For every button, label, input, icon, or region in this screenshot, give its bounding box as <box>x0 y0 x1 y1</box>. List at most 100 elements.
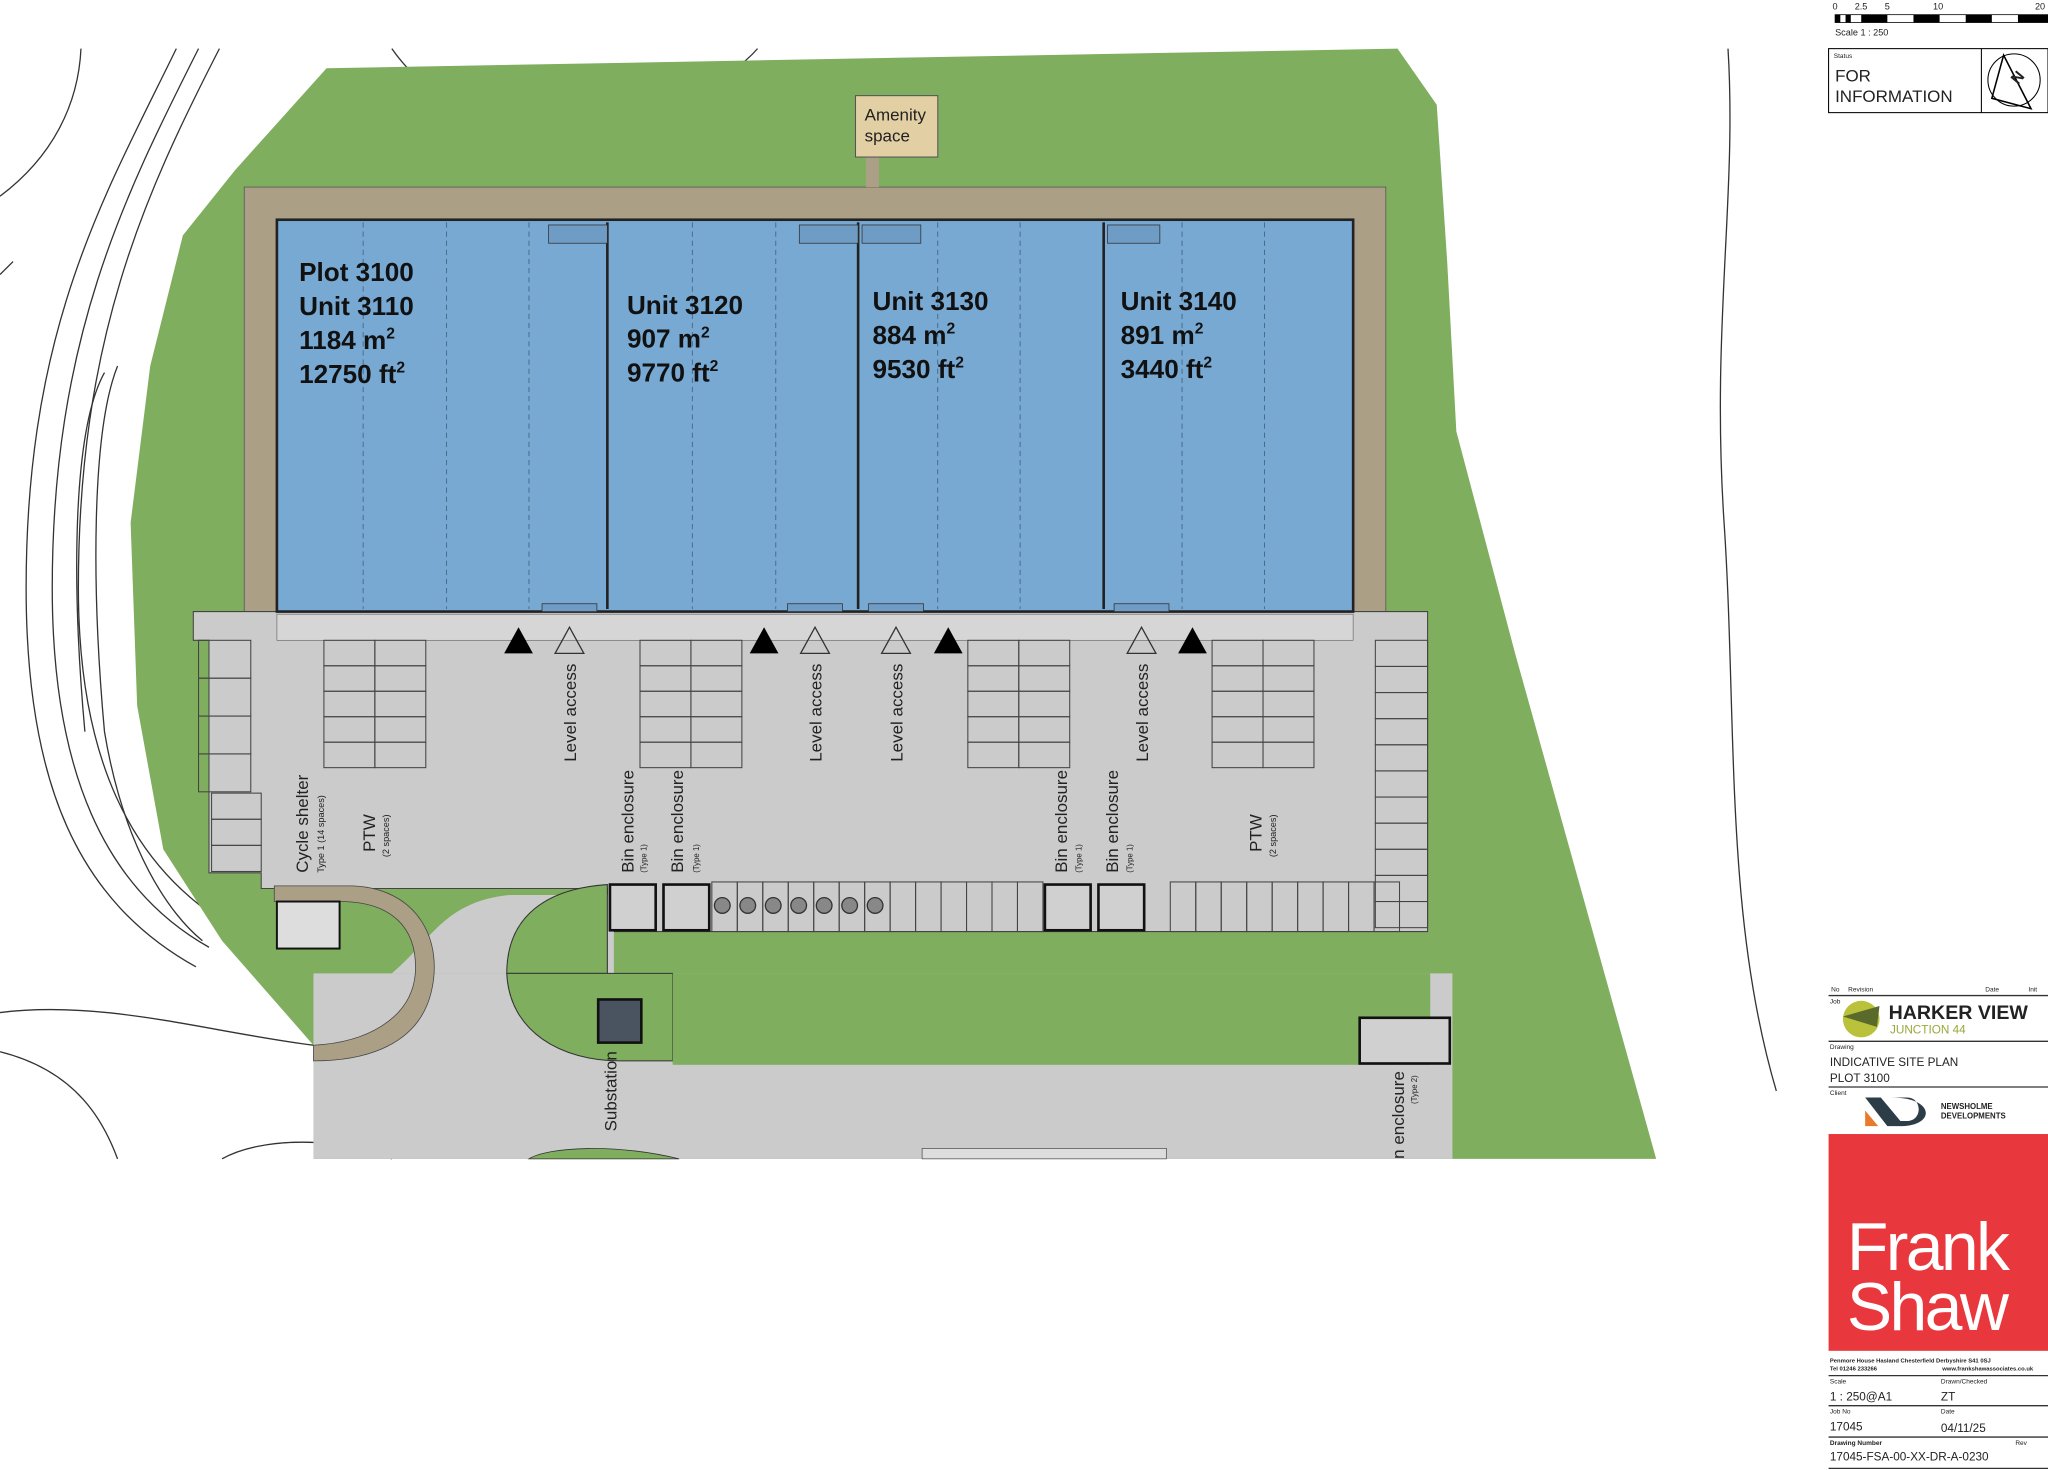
parking-bay <box>1018 741 1071 769</box>
bin-enclosure-label: n enclosure <box>1389 1071 1408 1159</box>
svg-text:(Type 1): (Type 1) <box>1074 844 1083 873</box>
job-name: HARKER VIEW <box>1889 1002 2029 1024</box>
yard-hardstanding <box>192 611 1429 933</box>
svg-text:3440 ft2: 3440 ft2 <box>1121 354 1213 384</box>
svg-text:Unit 3110: Unit 3110 <box>299 291 414 321</box>
bollard-icon <box>790 896 808 914</box>
svg-text:DEVELOPMENTS: DEVELOPMENTS <box>1941 1111 2006 1120</box>
svg-text:www.frankshawassociates.co.uk: www.frankshawassociates.co.uk <box>1941 1366 2034 1372</box>
unit-label-3140: Unit 3140 891 m2 3440 ft2 <box>1121 286 1237 384</box>
amenity-label-1: Amenity <box>865 105 927 124</box>
parking-bay <box>374 741 427 769</box>
cycle-stands <box>713 896 884 914</box>
svg-text:Job No: Job No <box>1830 1409 1851 1416</box>
unit-label-3110: Plot 3100 Unit 3110 1184 m2 12750 ft2 <box>299 257 414 389</box>
svg-text:9530 ft2: 9530 ft2 <box>872 354 964 384</box>
svg-text:0: 0 <box>1832 1 1837 11</box>
ptw-note: (2 spaces) <box>1268 815 1278 858</box>
bollard-icon <box>713 896 731 914</box>
svg-text:Shaw: Shaw <box>1847 1270 2010 1345</box>
cycle-shelter-label: Cycle shelter <box>293 774 312 872</box>
entrance-triangle <box>749 627 779 654</box>
level-access-label: Level access <box>561 664 580 762</box>
svg-text:Scale: Scale <box>1830 1378 1847 1385</box>
svg-text:ZT: ZT <box>1941 1390 1955 1403</box>
svg-text:10: 10 <box>1933 1 1943 11</box>
building-footprint <box>275 218 1355 613</box>
substation <box>596 998 643 1044</box>
level-access-triangle <box>553 625 585 655</box>
svg-text:Tel 01246 233266: Tel 01246 233266 <box>1830 1366 1878 1372</box>
ptw-label: PTW <box>1247 814 1266 852</box>
level-access-label: Level access <box>1133 664 1152 762</box>
bin-enclosure-label: Bin enclosure <box>668 770 687 873</box>
bin-enclosure-label: Bin enclosure <box>618 770 637 873</box>
amenity-label-2: space <box>865 126 910 145</box>
svg-text:Drawing: Drawing <box>1830 1044 1854 1051</box>
parking-bay <box>1262 741 1315 769</box>
bollard-icon <box>841 896 859 914</box>
parking-bay <box>1374 901 1429 929</box>
svg-text:(Type 1): (Type 1) <box>692 844 701 873</box>
svg-text:04/11/25: 04/11/25 <box>1941 1422 1986 1435</box>
svg-text:Unit 3140: Unit 3140 <box>1121 286 1237 316</box>
substation-label: Substation <box>601 1051 620 1131</box>
svg-text:(Type 1): (Type 1) <box>640 844 649 873</box>
unit-walls <box>606 222 1105 609</box>
scale-bar: 0 2.5 5 10 20 Scale 1 : 250 <box>1832 1 2048 38</box>
level-access-triangle <box>799 625 831 655</box>
svg-text:(Type 2): (Type 2) <box>1410 1075 1419 1104</box>
title-block: No Revision Date Init Job HARKER VIEW JU… <box>1828 987 2048 1470</box>
level-access-triangle <box>880 625 912 655</box>
parking-bay <box>211 844 262 873</box>
bollard-icon <box>764 896 782 914</box>
svg-text:INDICATIVE SITE PLAN: INDICATIVE SITE PLAN <box>1830 1056 1958 1069</box>
svg-text:No: No <box>1831 987 1840 994</box>
level-access-label: Level access <box>888 664 907 762</box>
svg-text:Frank: Frank <box>1847 1210 2011 1285</box>
bollard-icon <box>739 896 757 914</box>
svg-text:NEWSHOLME: NEWSHOLME <box>1941 1102 1993 1111</box>
entrance-triangle <box>1178 627 1207 654</box>
svg-text:PLOT 3100: PLOT 3100 <box>1830 1072 1890 1085</box>
svg-text:17045: 17045 <box>1830 1421 1863 1434</box>
footpath-curve <box>273 885 435 1062</box>
green-strip <box>672 973 1431 1065</box>
parking-bay <box>1373 881 1401 933</box>
svg-text:Drawn/Checked: Drawn/Checked <box>1941 1378 1988 1385</box>
svg-text:9770 ft2: 9770 ft2 <box>627 358 719 388</box>
svg-text:Scale 1 : 250: Scale 1 : 250 <box>1835 28 1888 38</box>
unit-label-3120: Unit 3120 907 m2 9770 ft2 <box>627 290 743 388</box>
svg-text:(Type 1): (Type 1) <box>1125 844 1134 873</box>
svg-text:Penmore House Hasland Ches: Penmore House Hasland Chesterfield Derby… <box>1830 1359 1991 1365</box>
svg-text:2.5: 2.5 <box>1855 1 1868 11</box>
svg-text:Rev: Rev <box>2015 1440 2027 1447</box>
svg-text:Revision: Revision <box>1848 987 1873 994</box>
parking-bays <box>198 639 1429 933</box>
svg-text:Init: Init <box>2028 987 2037 994</box>
svg-text:FOR: FOR <box>1835 66 1871 85</box>
svg-text:12750 ft2: 12750 ft2 <box>299 359 405 389</box>
svg-text:Client: Client <box>1830 1090 1847 1097</box>
svg-text:884 m2: 884 m2 <box>872 320 955 350</box>
bin-enclosure-label: Bin enclosure <box>1103 770 1122 873</box>
ptw-label: PTW <box>360 814 379 852</box>
svg-text:891 m2: 891 m2 <box>1121 320 1204 350</box>
svg-text:Unit 3120: Unit 3120 <box>627 290 743 320</box>
svg-text:Date: Date <box>1985 987 1999 994</box>
cycle-shelter-note: Type 1 (14 spaces) <box>316 795 326 873</box>
entrance-triangle <box>504 627 533 654</box>
entrance-markers <box>504 625 1207 655</box>
parking-bay <box>198 753 252 793</box>
newsholme-logo <box>1865 1097 1926 1127</box>
svg-text:INFORMATION: INFORMATION <box>1835 87 1953 106</box>
svg-text:20: 20 <box>2035 1 2045 11</box>
cycle-store <box>275 900 341 950</box>
svg-text:5: 5 <box>1885 1 1890 11</box>
bollard-icon <box>866 896 884 914</box>
status-box: Status FOR INFORMATION N <box>1828 48 2048 114</box>
svg-text:907 m2: 907 m2 <box>627 324 710 354</box>
north-arrow-icon <box>1987 53 2041 107</box>
amenity-space <box>854 95 939 158</box>
